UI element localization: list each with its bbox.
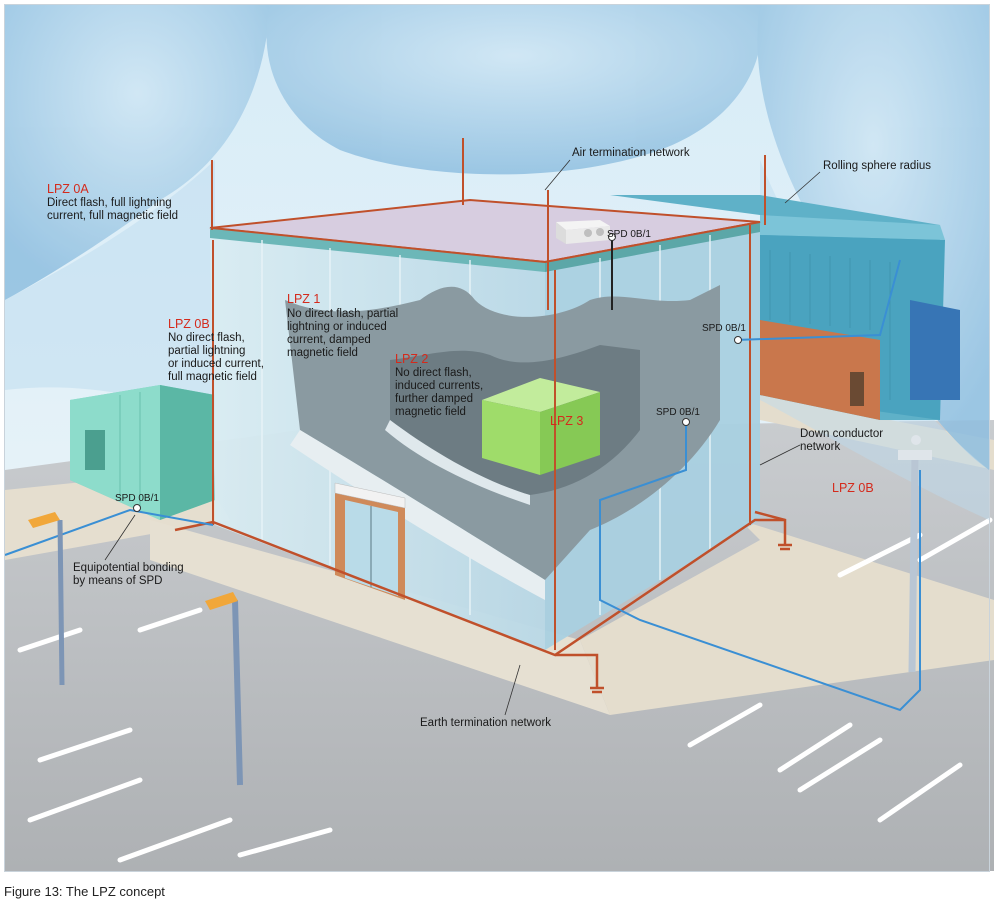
lpz2-desc-line3: further damped	[395, 393, 473, 405]
lpz0b-desc-line4: full magnetic field	[168, 371, 257, 383]
lpz2-title: LPZ 2	[395, 352, 429, 366]
down-conductor-network	[212, 225, 751, 650]
lpz0b-desc-line1: No direct flash,	[168, 332, 245, 344]
rolling-sphere-label: Rolling sphere radius	[823, 160, 932, 172]
lpz2-desc-line1: No direct flash,	[395, 367, 472, 379]
lpz0a-desc-line2: current, full magnetic field	[47, 210, 179, 222]
pavement-right	[580, 520, 994, 715]
shed	[70, 385, 215, 520]
street-lights	[28, 435, 932, 786]
lpz1-title: LPZ 1	[287, 292, 321, 306]
entrance-door	[334, 482, 406, 600]
lpz0b-title: LPZ 0B	[168, 317, 210, 331]
warehouse	[610, 195, 960, 420]
spd-inner-label: SPD 0B/1	[656, 407, 700, 418]
down-conductor-label-line1: Down conductor	[800, 428, 884, 440]
lpz0b-desc-line3: or induced current,	[168, 358, 264, 370]
cabling	[4, 238, 921, 712]
lpz3-title: LPZ 3	[550, 414, 584, 428]
parking-lines	[17, 517, 993, 863]
air-termination-network	[211, 138, 766, 310]
leader-lines	[104, 159, 821, 716]
spd-inner-marker	[682, 418, 690, 426]
lpz0b-desc-line2: partial lightning	[168, 345, 246, 357]
lpz1-desc-line1: No direct flash, partial	[287, 308, 399, 320]
lpz0b-right-title: LPZ 0B	[832, 481, 874, 495]
spd-roof-label: SPD 0B/1	[607, 229, 651, 240]
spd-shed-marker	[133, 504, 141, 512]
air-termination-label: Air termination network	[572, 147, 690, 159]
lpz0a-title: LPZ 0A	[47, 182, 89, 196]
rooftop-unit	[556, 220, 610, 244]
down-conductor-label-line2: network	[800, 441, 841, 453]
lpz1-desc-line4: magnetic field	[287, 347, 358, 359]
lpz2-desc-line2: induced currents,	[395, 380, 484, 392]
earth-termination-network	[174, 510, 792, 694]
lpz2-desc-line4: magnetic field	[395, 406, 466, 418]
lpz1-desc-line3: current, damped	[287, 334, 371, 346]
spd-shed-label: SPD 0B/1	[115, 493, 159, 504]
pavement-building	[150, 520, 610, 715]
equipotential-label-line2: by means of SPD	[73, 575, 163, 587]
equipotential-label-line1: Equipotential bonding	[73, 562, 184, 574]
spd-roof-marker	[608, 233, 616, 241]
pavement-far-right	[760, 395, 994, 470]
figure-caption: Figure 13: The LPZ concept	[4, 884, 165, 899]
lpz0a-desc-line1: Direct flash, full lightning	[47, 197, 172, 209]
lpz1-desc-line2: lightning or induced	[287, 321, 387, 333]
spd-warehouse-label: SPD 0B/1	[702, 323, 746, 334]
spd-markers	[133, 233, 742, 512]
earth-termination-label: Earth termination network	[420, 717, 552, 729]
spd-warehouse-marker	[734, 336, 742, 344]
